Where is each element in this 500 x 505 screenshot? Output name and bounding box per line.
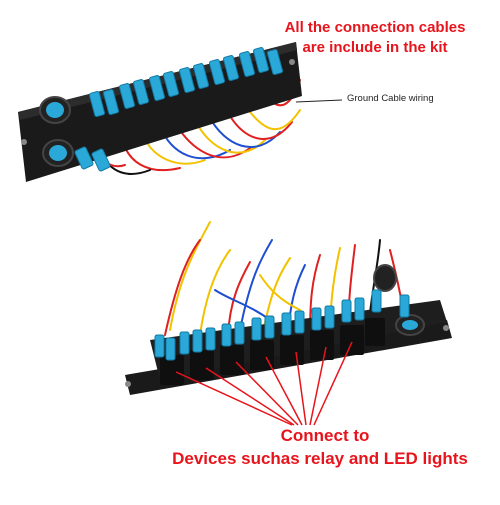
bottom-switch-panel bbox=[125, 221, 452, 426]
ground-cable-leader-line bbox=[295, 99, 343, 103]
bottom-caption: Connect to Devices suchas relay and LED … bbox=[150, 424, 500, 470]
top-switch-panel bbox=[18, 42, 343, 182]
bottom-switch-bodies bbox=[160, 318, 385, 385]
bottom-caption-line1: Connect to bbox=[280, 426, 370, 445]
bottom-usb-sockets bbox=[373, 264, 425, 336]
ground-cable-label: Ground Cable wiring bbox=[347, 93, 434, 104]
top-caption: All the connection cables are include in… bbox=[255, 18, 495, 58]
bottom-switch-connectors bbox=[154, 289, 410, 361]
top-switch-connectors bbox=[89, 47, 283, 117]
top-usb-sockets bbox=[39, 96, 74, 167]
bottom-caption-line2: Devices suchas relay and LED lights bbox=[172, 449, 468, 468]
top-caption-line2: are include in the kit bbox=[302, 39, 448, 56]
top-caption-line1: All the connection cables bbox=[284, 19, 466, 36]
connect-leader-lines bbox=[175, 341, 353, 426]
